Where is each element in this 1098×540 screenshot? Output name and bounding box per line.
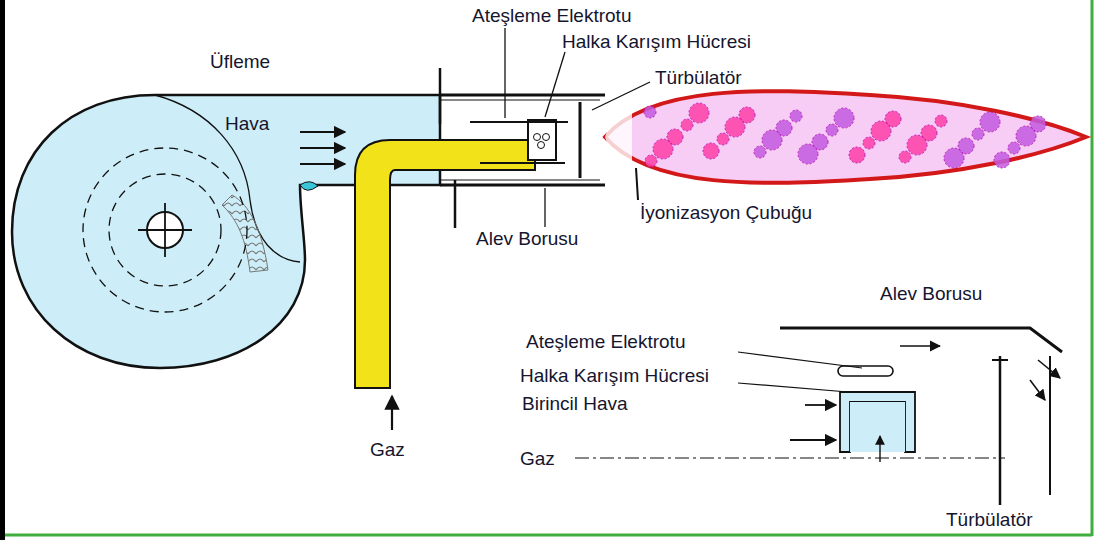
flame-blob xyxy=(871,121,891,141)
flame-blob xyxy=(994,152,1010,168)
flame-blob xyxy=(1008,142,1020,154)
flame-blob xyxy=(790,110,802,122)
part-label: Üfleme xyxy=(210,52,270,73)
flame-blob xyxy=(944,148,964,168)
part-label: Halka Karışım Hücresi xyxy=(562,32,751,53)
part-label: İyonizasyon Çubuğu xyxy=(640,203,812,224)
flame-blob xyxy=(907,135,927,155)
flame-blob xyxy=(935,115,947,127)
part-label: Hava xyxy=(225,114,269,135)
flame-blob xyxy=(834,108,854,128)
flame-blob xyxy=(972,128,984,140)
part-label: Halka Karışım Hücresi xyxy=(520,366,709,387)
flame-blob xyxy=(863,137,875,149)
flame-blob xyxy=(980,112,1000,132)
part-label: Türbülatör xyxy=(946,510,1033,531)
flame-blob xyxy=(689,103,709,123)
flame-blob xyxy=(754,146,766,158)
part-label: Gaz xyxy=(370,440,405,461)
flame-blob xyxy=(798,144,818,164)
flame-blob xyxy=(653,139,673,159)
flame-blob xyxy=(762,130,782,150)
part-label: Ateşleme Elektrotu xyxy=(472,6,631,27)
part-label: Alev Borusu xyxy=(880,284,982,305)
flame-blob xyxy=(645,155,657,167)
part-label: Gaz xyxy=(520,449,555,470)
part-label: Türbülatör xyxy=(655,68,742,89)
part-label: Alev Borusu xyxy=(476,229,578,250)
part-label: Birincil Hava xyxy=(522,394,628,415)
flame-blob xyxy=(1016,126,1036,146)
flame-blob xyxy=(899,151,911,163)
flame-blob xyxy=(703,143,719,159)
flame-blob xyxy=(826,124,838,136)
flame-blob xyxy=(725,117,745,137)
flame-blob xyxy=(717,133,729,145)
part-label: Ateşleme Elektrotu xyxy=(526,332,685,353)
flame-blob xyxy=(681,119,693,131)
flame-blob xyxy=(644,106,656,118)
flame-blob xyxy=(849,147,865,163)
